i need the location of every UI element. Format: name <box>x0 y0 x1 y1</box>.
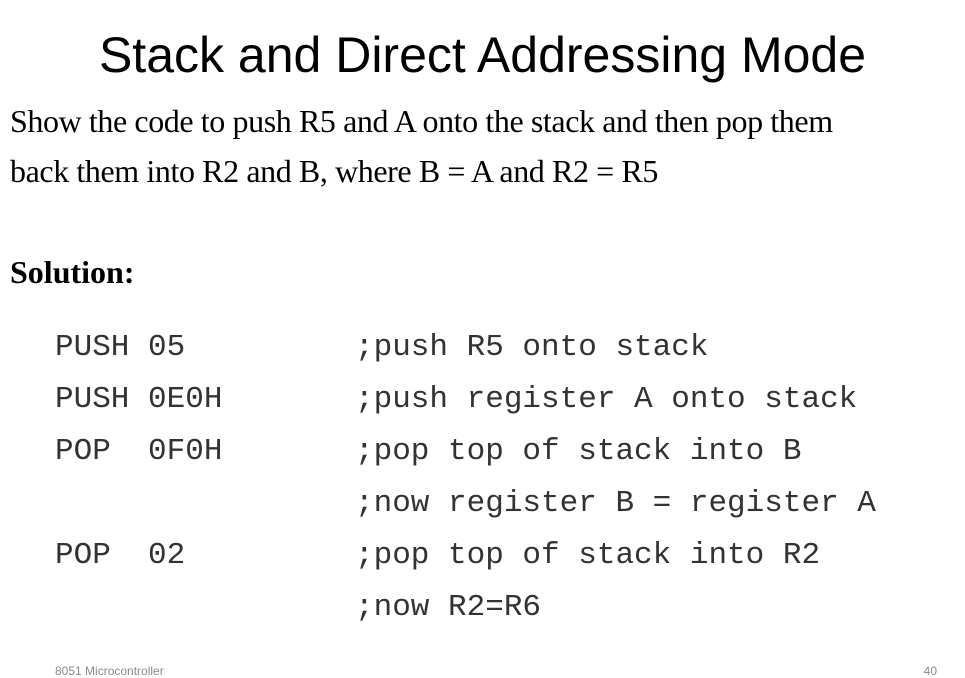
code-block: PUSH 05 ;push R5 onto stack PUSH 0E0H ;p… <box>55 322 876 634</box>
problem-line: Show the code to push R5 and A onto the … <box>10 103 833 139</box>
solution-heading: Solution: <box>10 254 135 290</box>
code-comment: ;push R5 onto stack <box>355 330 709 365</box>
code-line: POP 02 ;pop top of stack into R2 <box>55 530 876 582</box>
code-instruction: POP 02 <box>55 538 186 573</box>
footer-page-number: 40 <box>923 664 937 678</box>
code-instruction: POP 0F0H <box>55 434 223 469</box>
code-comment: ;pop top of stack into B <box>355 434 802 469</box>
problem-line: back them into R2 and B, where B = A and… <box>10 153 658 189</box>
code-line: PUSH 0E0H ;push register A onto stack <box>55 374 876 426</box>
code-comment: ;pop top of stack into R2 <box>355 538 821 573</box>
code-instruction <box>55 478 355 530</box>
code-comment: ;push register A onto stack <box>355 382 858 417</box>
code-line: ;now R2=R6 <box>55 582 876 634</box>
code-comment: ;now R2=R6 <box>355 590 542 625</box>
code-instruction: PUSH 0E0H <box>55 382 223 417</box>
code-line: ;now register B = register A <box>55 478 876 530</box>
footer-course-name: 8051 Microcontroller <box>55 664 164 678</box>
code-line: POP 0F0H ;pop top of stack into B <box>55 426 876 478</box>
code-line: PUSH 05 ;push R5 onto stack <box>55 322 876 374</box>
code-instruction: PUSH 05 <box>55 330 186 365</box>
code-instruction <box>55 582 355 634</box>
slide-title: Stack and Direct Addressing Mode <box>98 27 867 83</box>
code-comment: ;now register B = register A <box>355 486 876 521</box>
problem-statement: Show the code to push R5 and A onto the … <box>10 96 960 196</box>
